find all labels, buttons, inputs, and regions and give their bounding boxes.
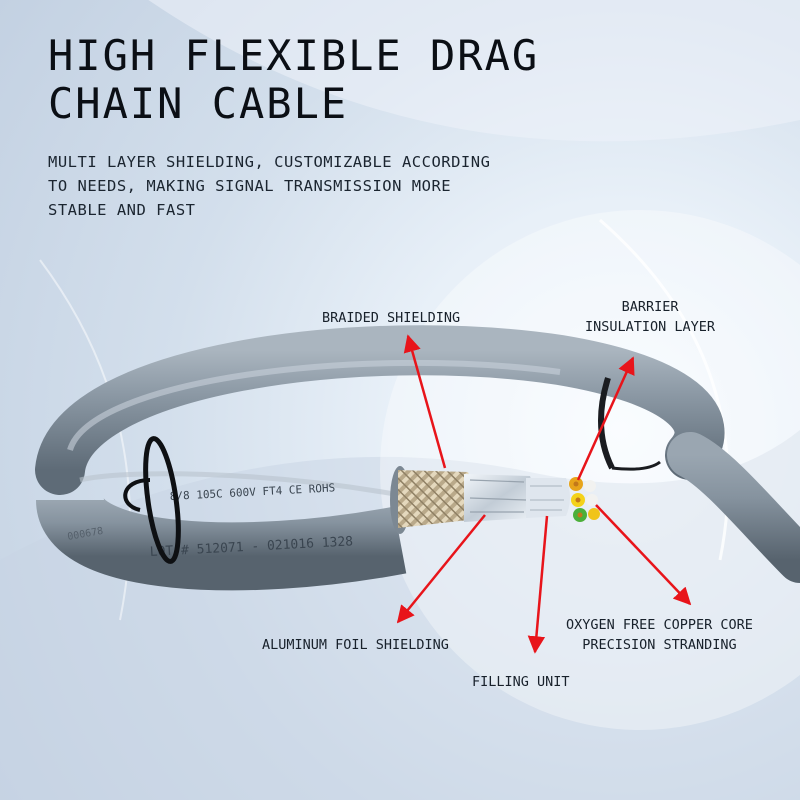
- arrow-aluminum-foil: [396, 514, 486, 624]
- label-aluminum-foil: ALUMINUM FOIL SHIELDING: [262, 637, 449, 653]
- cable-tie: [123, 377, 661, 564]
- arrow-braided-shielding: [403, 334, 447, 469]
- label-copper-line-2: PRECISION STRANDING: [582, 637, 737, 653]
- arrow-copper-core: [595, 504, 692, 606]
- aluminum-foil: [464, 474, 534, 522]
- arrow-barrier-insulation: [576, 356, 635, 481]
- braided-shielding: [398, 470, 473, 528]
- copper-cores: [569, 477, 600, 522]
- callout-arrows: [396, 334, 692, 654]
- label-barrier-line-2: INSULATION LAYER: [585, 319, 716, 335]
- label-braided-shielding: BRAIDED SHIELDING: [322, 310, 461, 326]
- product-description: MULTI LAYER SHIELDING, CUSTOMIZABLE ACCO…: [48, 150, 608, 222]
- description-line-2: TO NEEDS, MAKING SIGNAL TRANSMISSION MOR…: [48, 177, 452, 195]
- label-copper-line-1: OXYGEN FREE COPPER CORE: [566, 617, 753, 633]
- label-barrier-line-1: BARRIER: [621, 299, 679, 315]
- label-filling-unit: FILLING UNIT: [472, 674, 570, 690]
- arrow-filling-unit: [527, 515, 549, 654]
- title-line-2: CHAIN CABLE: [48, 79, 349, 128]
- description-line-1: MULTI LAYER SHIELDING, CUSTOMIZABLE ACCO…: [48, 153, 491, 171]
- description-line-3: STABLE AND FAST: [48, 201, 196, 219]
- page-title: HIGH FLEXIBLE DRAG CHAIN CABLE: [48, 32, 768, 128]
- filling-unit: [526, 478, 570, 518]
- title-line-1: HIGH FLEXIBLE DRAG: [48, 31, 540, 80]
- label-barrier-insulation: BARRIER INSULATION LAYER: [585, 297, 715, 337]
- label-copper-core: OXYGEN FREE COPPER CORE PRECISION STRAND…: [566, 615, 753, 655]
- cable-coil-back: [35, 325, 725, 495]
- cable-tail: [667, 432, 800, 583]
